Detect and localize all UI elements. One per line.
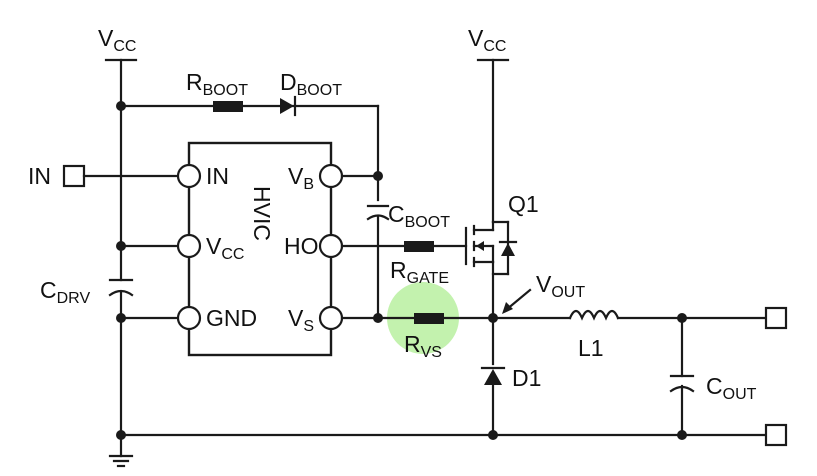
vcc-left-symbol (104, 58, 138, 458)
pin-vs-label: VS (288, 305, 314, 335)
d1-label: D1 (512, 365, 541, 391)
hvic-label: HVIC (249, 186, 275, 241)
dboot-label: DBOOT (280, 69, 342, 99)
rboot-resistor (213, 101, 243, 112)
vout-label: VOUT (536, 271, 585, 301)
rgate-resistor (404, 241, 434, 252)
vcc-right-label: VCC (468, 25, 506, 55)
q1-mosfet (464, 220, 518, 276)
in-terminal (62, 164, 86, 188)
junction-dots (116, 101, 687, 440)
pin-vcc-label: VCC (206, 233, 244, 263)
d1-diode (480, 366, 506, 385)
cdrv-label: CDRV (40, 277, 90, 307)
dboot-diode (280, 95, 297, 117)
pin-vb-label: VB (288, 163, 314, 193)
rboot-label: RBOOT (186, 69, 248, 99)
in-terminal-label: IN (28, 163, 51, 189)
l1-inductor (568, 309, 620, 321)
l1-label: L1 (578, 335, 604, 361)
pin-gnd-label: GND (206, 305, 257, 331)
cboot-label: CBOOT (388, 201, 450, 231)
gnd-terminal (764, 423, 788, 447)
rgate-label: RGATE (390, 257, 449, 287)
cdrv-capacitor (108, 278, 134, 297)
pin-vcc-circle (176, 233, 202, 259)
q1-label: Q1 (508, 191, 539, 217)
pin-in-label: IN (206, 163, 229, 189)
pin-vb-circle (318, 163, 344, 189)
vout-arrow (502, 288, 532, 314)
pin-vs-circle (318, 305, 344, 331)
rvs-label: RVS (404, 331, 442, 361)
pin-gnd-circle (176, 305, 202, 331)
pin-in-circle (176, 163, 202, 189)
rvs-resistor (414, 313, 444, 324)
vcc-left-label: VCC (98, 25, 136, 55)
ground-symbol (108, 454, 134, 468)
out-terminal (764, 306, 788, 330)
pin-ho-circle (318, 233, 344, 259)
cout-label: COUT (706, 373, 757, 403)
pin-ho-label: HO (284, 233, 319, 259)
